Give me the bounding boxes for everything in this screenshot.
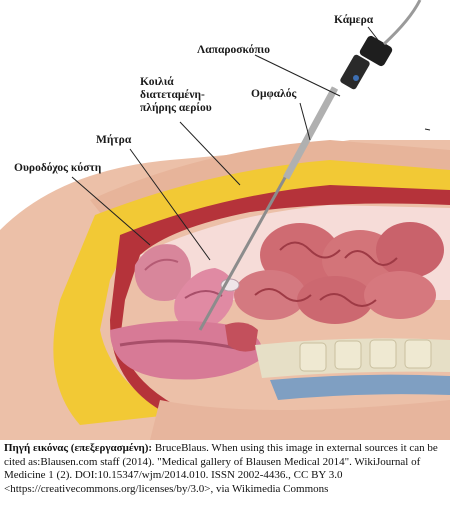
laparoscopy-illustration bbox=[0, 0, 450, 440]
label-abdominal-cavity-3: πλήρης αερίου bbox=[140, 102, 212, 114]
spine bbox=[255, 338, 450, 400]
caption-source-text: BruceBlaus. When using this image in ext… bbox=[4, 442, 438, 495]
lower-body bbox=[150, 400, 450, 440]
pelvic-organs bbox=[110, 321, 262, 380]
uterus-organ bbox=[174, 268, 234, 330]
image-source-caption: Πηγή εικόνας (επεξεργασμένη): BruceBlaus… bbox=[4, 442, 448, 496]
label-abdominal-cavity-2: διατεταμένη- bbox=[140, 89, 205, 101]
bowel-loops bbox=[234, 222, 444, 324]
label-navel: Ομφαλός bbox=[251, 88, 297, 100]
caption-source-label: Πηγή εικόνας (επεξεργασμένη): bbox=[4, 442, 153, 454]
fat-layer bbox=[53, 160, 450, 425]
label-camera: Κάμερα bbox=[334, 14, 374, 26]
label-laparoscope: Λαπαροσκόπιο bbox=[197, 44, 270, 56]
pointer-lines bbox=[71, 26, 431, 261]
label-uterus: Μήτρα bbox=[96, 134, 132, 146]
laparoscope-instrument bbox=[198, 0, 422, 331]
bladder-organ bbox=[134, 244, 191, 301]
muscle-layer bbox=[110, 185, 450, 410]
abdominal-wall-skin bbox=[90, 140, 450, 225]
label-bladder: Ουροδόχος κύστη bbox=[14, 162, 102, 174]
label-abdominal-cavity-1: Κοιλιά bbox=[140, 76, 174, 88]
rectum bbox=[225, 322, 258, 352]
